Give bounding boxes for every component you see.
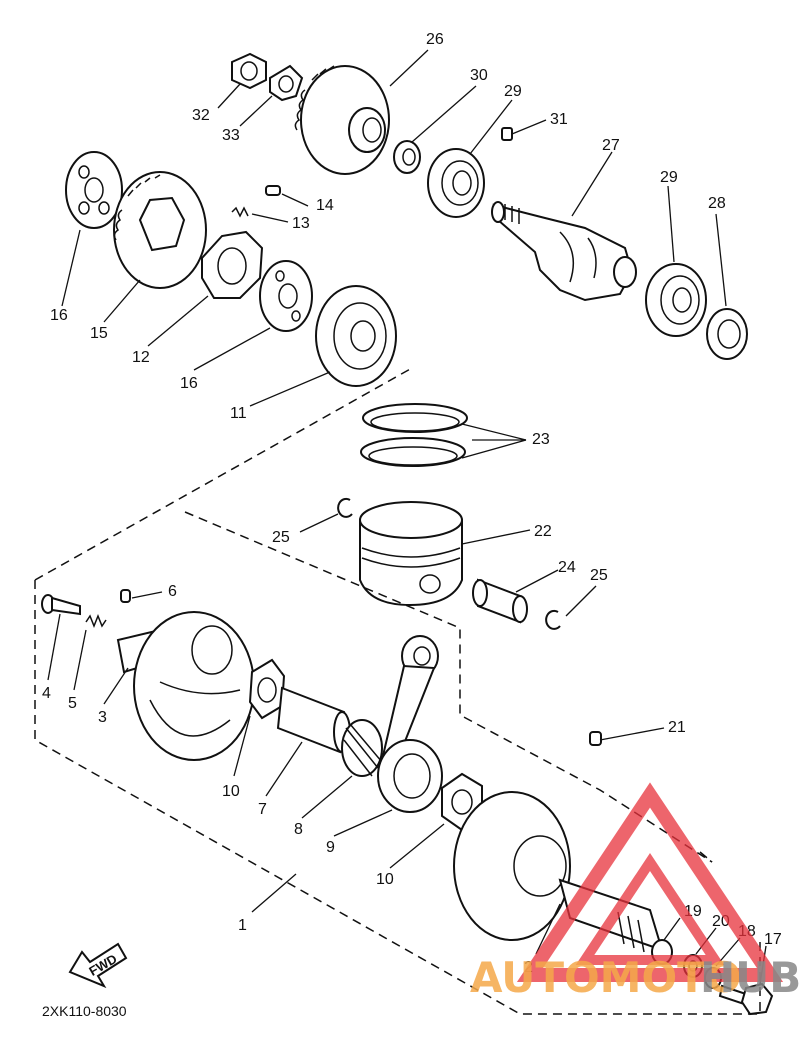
- label-16b: 16: [180, 375, 198, 392]
- part-16-plate-upper: [65, 151, 123, 229]
- part-28-oil-seal: [706, 308, 748, 360]
- label-25a: 25: [272, 529, 290, 546]
- part-3-crank-left: [116, 611, 255, 761]
- part-17-bolt: [718, 982, 774, 1016]
- fwd-arrow-icon: FWD: [68, 942, 128, 989]
- part-12-damper-hub: [201, 230, 264, 299]
- label-13: 13: [292, 215, 310, 232]
- label-33: 33: [222, 127, 240, 144]
- label-32: 32: [192, 107, 210, 124]
- label-29a: 29: [504, 83, 522, 100]
- part-14-pin: [265, 185, 281, 196]
- label-30: 30: [470, 67, 488, 84]
- part-33-lock-washer: [269, 64, 304, 102]
- label-21: 21: [668, 719, 686, 736]
- label-25b: 25: [590, 567, 608, 584]
- part-29-bearing-upper: [427, 148, 485, 218]
- part-26-drive-gear: [294, 65, 390, 175]
- part-8-needle-bearing: [341, 719, 383, 777]
- svg-text:HUB: HUB: [700, 953, 800, 1002]
- part-16-plate-lower: [259, 260, 313, 332]
- label-16a: 16: [50, 307, 68, 324]
- label-3: 3: [98, 709, 107, 726]
- assembly-boundary-outer: [34, 367, 761, 1015]
- part-15-gear: [113, 171, 207, 289]
- label-14: 14: [316, 197, 334, 214]
- part-30-collar: [393, 140, 421, 174]
- label-7: 7: [258, 801, 267, 818]
- label-11: 11: [230, 405, 247, 422]
- part-7-crank-pin: [276, 686, 351, 754]
- label-4: 4: [42, 685, 51, 702]
- part-6-key: [120, 589, 131, 603]
- label-17: 17: [764, 931, 782, 948]
- label-6: 6: [168, 583, 177, 600]
- part-9-connecting-rod: [377, 635, 443, 813]
- part-25-clip-left: [337, 497, 353, 518]
- label-31: 31: [550, 111, 568, 128]
- part-29-bearing-right: [645, 263, 707, 337]
- label-1: 1: [238, 917, 247, 934]
- label-10b: 10: [376, 871, 394, 888]
- label-5: 5: [68, 695, 77, 712]
- part-5-spring: [85, 613, 107, 629]
- label-15: 15: [90, 325, 108, 342]
- part-23-piston-rings: [360, 403, 468, 467]
- part-27-balancer-shaft: [491, 201, 637, 302]
- part-22-piston: [359, 501, 463, 607]
- label-12: 12: [132, 349, 150, 366]
- part-13-spring: [231, 206, 249, 218]
- label-23: 23: [532, 431, 550, 448]
- label-8: 8: [294, 821, 303, 838]
- label-22: 22: [534, 523, 552, 540]
- label-9: 9: [326, 839, 335, 856]
- part-11-bearing: [315, 285, 397, 387]
- part-24-piston-pin: [472, 578, 528, 624]
- part-4-bolt: [41, 594, 81, 616]
- watermark-logo-icon: [516, 782, 784, 982]
- watermark-text: AUTOMOTO HUB: [470, 953, 800, 1002]
- label-28-text: 28: [708, 195, 726, 212]
- svg-text:AUTOMOTO: AUTOMOTO: [470, 953, 742, 1002]
- leader-lines: [47, 49, 767, 985]
- part-21-key: [589, 731, 602, 746]
- label-10a: 10: [222, 783, 240, 800]
- label-24: 24: [558, 559, 576, 576]
- diagram-code: 2XK110-8030: [42, 1003, 127, 1019]
- part-31-key: [501, 127, 513, 141]
- label-26: 26: [426, 31, 444, 48]
- label-29b: 29: [660, 169, 678, 186]
- part-32-nut: [231, 52, 267, 90]
- label-27: 27: [602, 137, 620, 154]
- part-25-clip-right: [545, 609, 561, 630]
